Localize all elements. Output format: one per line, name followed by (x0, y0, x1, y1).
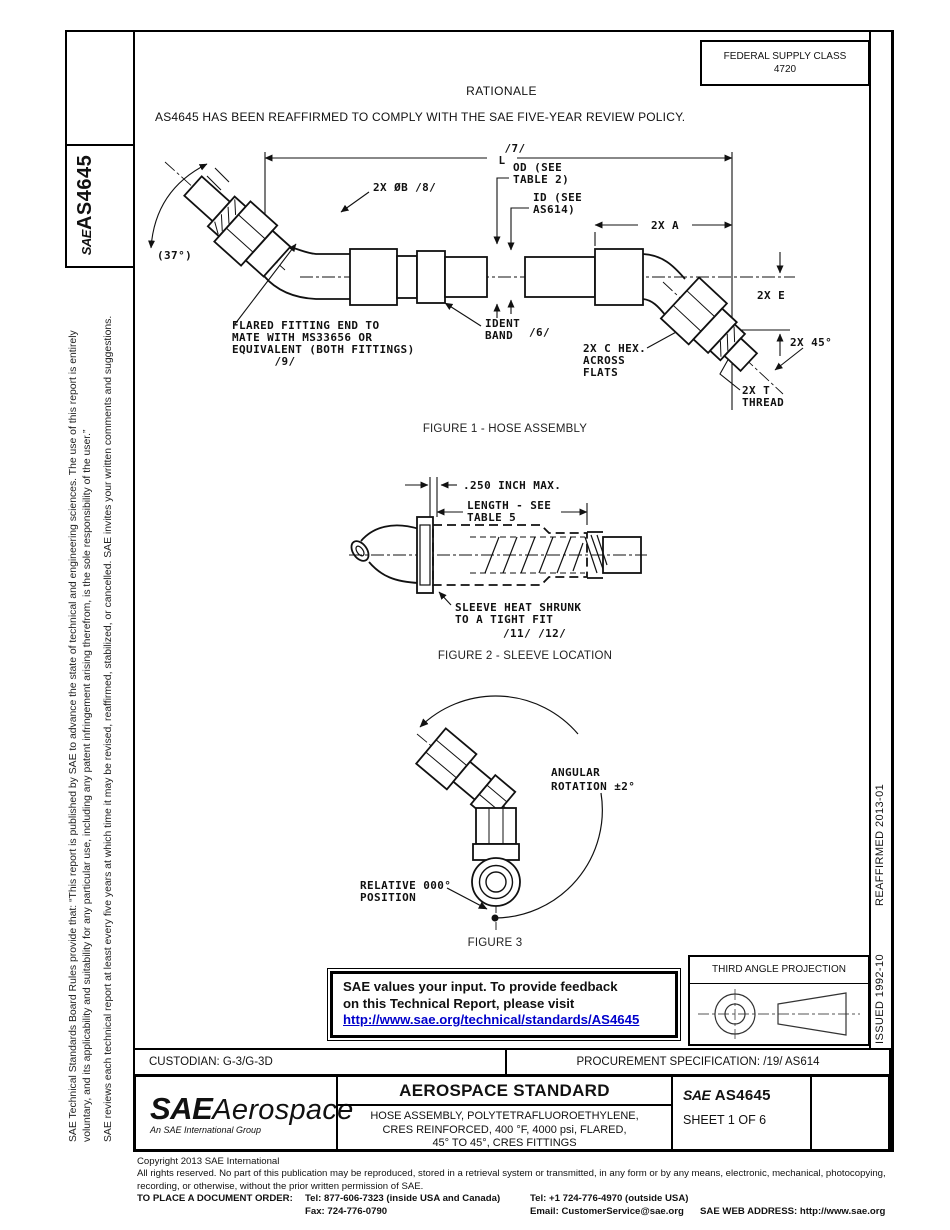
fig1-hex-1: 2X C HEX. (583, 342, 646, 355)
issued-date: ISSUED 1992-10 (874, 954, 886, 1044)
feedback-line-1: SAE values your input. To provide feedba… (343, 979, 618, 994)
doc-subtitle-line1: HOSE ASSEMBLY, POLYTETRAFLUOROETHYLENE, (370, 1110, 639, 1122)
fig1-angle-37: (37°) (157, 249, 192, 262)
fig1-hex-2: ACROSS (583, 354, 625, 367)
top-border (65, 30, 893, 32)
custodian-cell: CUSTODIAN: G-3/G-3D (135, 1050, 507, 1074)
fig2-dim-250: .250 INCH MAX. (463, 479, 561, 492)
doc-code-vertical: SAEAS4645 (74, 149, 97, 261)
fig1-od-1: OD (SEE (513, 161, 562, 174)
title-block-empty-cell (812, 1077, 888, 1149)
figure3-drawing: ANGULAR ROTATION ±2° RELATIVE 000° POSIT… (360, 695, 635, 949)
fig1-od-2: TABLE 2) (513, 173, 569, 186)
email-address: Email: CustomerService@sae.org (530, 1205, 684, 1217)
fig1-ident-2: BAND (485, 329, 513, 342)
main-frame-left (133, 30, 135, 1152)
doc-number-cell: SAE AS4645 SHEET 1 OF 6 (673, 1077, 812, 1149)
fig1-thread-2: THREAD (742, 396, 784, 409)
rights-line-1: All rights reserved. No part of this pub… (137, 1168, 886, 1180)
federal-supply-class-value: 4720 (773, 64, 797, 75)
feedback-link[interactable]: http://www.sae.org/technical/standards/A… (343, 1012, 640, 1027)
sae-logo-main: SAE (150, 1091, 213, 1126)
fig2-sleeve-2: TO A TIGHT FIT (455, 613, 553, 626)
fig1-ident-3: /6/ (529, 326, 550, 339)
sae-logo-sidebar: SAE (79, 230, 94, 256)
feedback-line-2: on this Technical Report, please visit (343, 995, 575, 1011)
fig1-thread-1: 2X T (742, 384, 770, 397)
reaffirmed-date: REAFFIRMED 2013-01 (874, 783, 886, 907)
procurement-cell: PROCUREMENT SPECIFICATION: /19/ AS614 (576, 1056, 820, 1068)
sae-aerospace-logo: SAEAerospace An SAE International Group (136, 1077, 353, 1149)
fig1-id-1: ID (SEE (533, 191, 582, 204)
tel-inside: Tel: 877-606-7323 (inside USA and Canada… (305, 1193, 501, 1205)
fig1-dim-b: 2X ØB /8/ (373, 181, 436, 194)
sheet-number: SHEET 1 OF 6 (683, 1113, 767, 1127)
doc-type-heading: AEROSPACE STANDARD (338, 1077, 671, 1106)
legal-paragraph-2: SAE reviews each technical report at lea… (103, 315, 114, 1142)
fig1-hex-3: FLATS (583, 366, 618, 379)
doc-subtitle-line3: 45° TO 45°, CRES FITTINGS (432, 1137, 577, 1149)
web-address: SAE WEB ADDRESS: http://www.sae.org (700, 1205, 886, 1217)
custodian-row: CUSTODIAN: G-3/G-3D PROCUREMENT SPECIFIC… (133, 1048, 891, 1076)
fig2-length-2: TABLE 5 (467, 511, 516, 524)
sae-logo-small: SAE (683, 1087, 711, 1103)
projection-box: THIRD ANGLE PROJECTION (688, 955, 870, 1046)
fig2-sleeve-3: /11/ /12/ (503, 627, 566, 640)
fig2-length-1: LENGTH - SEE (467, 499, 551, 512)
figure3-caption: FIGURE 3 (468, 937, 523, 949)
fig3-relative-1: RELATIVE 000° (360, 879, 451, 892)
fig1-flare-2: MATE WITH MS33656 OR (232, 331, 372, 344)
federal-supply-class-label: FEDERAL SUPPLY CLASS (723, 51, 847, 62)
title-block-center: AEROSPACE STANDARD HOSE ASSEMBLY, POLYTE… (338, 1077, 673, 1149)
outer-right-border (891, 30, 894, 1152)
projection-title: THIRD ANGLE PROJECTION (690, 957, 868, 984)
rationale-heading: RATIONALE (466, 84, 537, 98)
rights-line-2: recording, or otherwise, without the pri… (137, 1180, 424, 1192)
fig3-relative-2: POSITION (360, 891, 416, 904)
figure2-caption: FIGURE 2 - SLEEVE LOCATION (438, 650, 612, 662)
tel-outside: Tel: +1 724-776-4970 (outside USA) (530, 1193, 689, 1205)
copyright-line: Copyright 2013 SAE International (137, 1156, 280, 1167)
fax-number: Fax: 724-776-0790 (305, 1205, 388, 1217)
fig1-flare-3: EQUIVALENT (BOTH FITTINGS) (232, 343, 415, 356)
main-frame-right (869, 30, 871, 1049)
revision-history-vertical: ISSUED 1992-10 REAFFIRMED 2013-01 (874, 784, 886, 1044)
fig1-ident-1: IDENT (485, 317, 520, 330)
figure2-drawing: .250 INCH MAX. LENGTH - SEE TABLE 5 SLEE… (349, 477, 647, 662)
fig1-dim-45: 2X 45° (790, 336, 832, 349)
projection-symbol (698, 989, 860, 1039)
figure1-caption: FIGURE 1 - HOSE ASSEMBLY (423, 423, 587, 435)
doc-code-text: AS4645 (74, 154, 96, 231)
figure1-drawing: /7/ L 2X ØB /8/ (37°) OD (SEE TABLE 2) I… (148, 142, 832, 435)
fig1-dim-l: L (498, 154, 505, 167)
fig3-rotation-1: ANGULAR (551, 766, 600, 779)
left-top-box (65, 30, 135, 146)
fig1-flare-4: /9/ (274, 355, 295, 368)
fig1-note-l: /7/ (504, 142, 525, 155)
federal-supply-class-box: FEDERAL SUPPLY CLASS 4720 (700, 40, 870, 86)
footer: Copyright 2013 SAE International All rig… (137, 1156, 937, 1218)
doc-code-box (65, 144, 135, 268)
feedback-box: SAE values your input. To provide feedba… (327, 968, 681, 1041)
sae-logo-suffix: Aerospace (212, 1094, 354, 1126)
doc-number: AS4645 (714, 1087, 771, 1104)
rationale-body: AS4645 HAS BEEN REAFFIRMED TO COMPLY WIT… (155, 110, 686, 124)
fig1-id-2: AS614) (533, 203, 575, 216)
fig1-dim-a: 2X A (651, 219, 679, 232)
order-label: TO PLACE A DOCUMENT ORDER: (137, 1193, 293, 1205)
fig1-flare-1: FLARED FITTING END TO (232, 319, 379, 332)
fig1-dim-e: 2X E (757, 289, 785, 302)
legal-paragraph-1: SAE Technical Standards Board Rules prov… (68, 330, 93, 1142)
doc-subtitle-line2: CRES REINFORCED, 400 °F, 4000 psi, FLARE… (382, 1123, 627, 1136)
fig2-sleeve-1: SLEEVE HEAT SHRUNK (455, 601, 581, 614)
sae-logo-tagline: An SAE International Group (150, 1125, 262, 1135)
fig3-rotation-2: ROTATION ±2° (551, 780, 635, 793)
title-block: SAEAerospace An SAE International Group … (133, 1074, 891, 1152)
